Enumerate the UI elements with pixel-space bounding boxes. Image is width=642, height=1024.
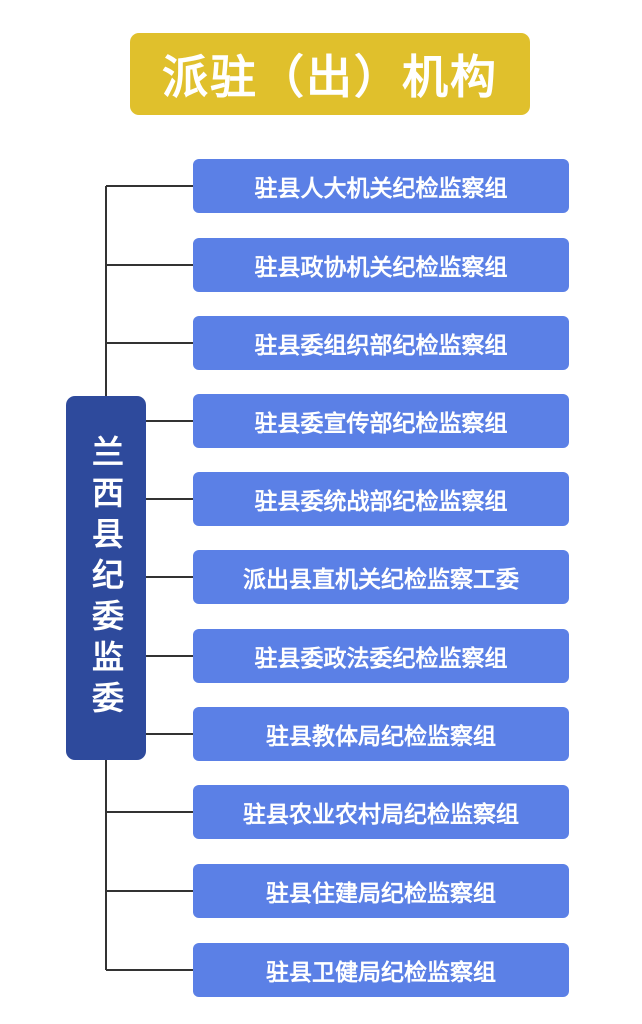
branch-node: 驻县政协机关纪检监察组: [193, 238, 569, 292]
branch-node: 派出县直机关纪检监察工委: [193, 550, 569, 604]
branch-node: 驻县人大机关纪检监察组: [193, 159, 569, 213]
root-node: 兰西县纪委监委: [66, 396, 146, 760]
branch-node: 驻县农业农村局纪检监察组: [193, 785, 569, 839]
branch-node: 驻县委统战部纪检监察组: [193, 472, 569, 526]
diagram-title: 派驻（出）机构: [130, 33, 530, 115]
branch-node: 驻县卫健局纪检监察组: [193, 943, 569, 997]
branch-node: 驻县委组织部纪检监察组: [193, 316, 569, 370]
branch-node: 驻县委宣传部纪检监察组: [193, 394, 569, 448]
root-label: 兰西县纪委监委: [87, 434, 125, 722]
branch-node: 驻县住建局纪检监察组: [193, 864, 569, 918]
branch-node: 驻县教体局纪检监察组: [193, 707, 569, 761]
branch-node: 驻县委政法委纪检监察组: [193, 629, 569, 683]
